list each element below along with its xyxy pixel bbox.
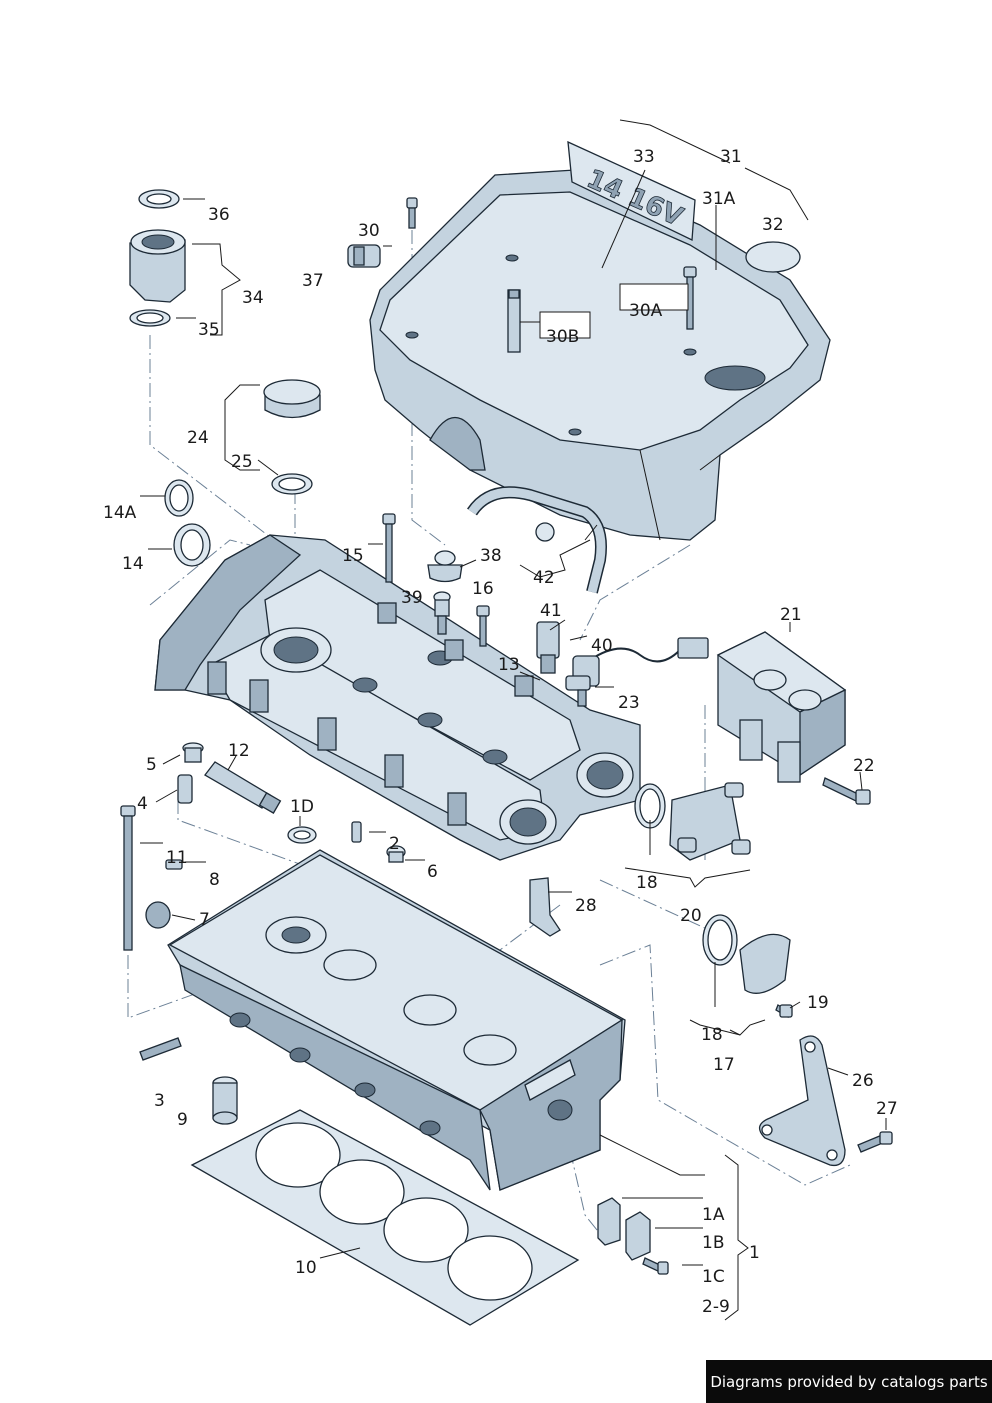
label-7: 7 (199, 910, 210, 930)
check-valve (433, 591, 451, 635)
cover-cap (745, 241, 801, 273)
credit-banner: Diagrams provided by catalogs parts (706, 1360, 992, 1403)
label-11: 11 (166, 848, 188, 868)
label-4: 4 (137, 794, 148, 814)
label-2: 2 (389, 834, 400, 854)
label-1d: 1D (290, 797, 314, 817)
cylinder-head (167, 849, 626, 1191)
label-36: 36 (208, 205, 230, 225)
label-39: 39 (401, 588, 423, 608)
label-2-9: 2-9 (702, 1297, 730, 1317)
label-33: 33 (633, 147, 655, 167)
engine-cover (369, 169, 831, 541)
label-15: 15 (342, 546, 364, 566)
label-9: 9 (177, 1110, 188, 1130)
cam-sensor (565, 675, 591, 707)
label-23: 23 (618, 693, 640, 713)
seal-rings (164, 479, 211, 567)
label-14a: 14A (103, 503, 137, 523)
head-gasket (190, 1109, 580, 1326)
housing-bolt (382, 513, 396, 583)
oil-filler-neck (129, 189, 186, 327)
label-8: 8 (209, 870, 220, 890)
label-40: 40 (591, 636, 613, 656)
label-1c: 1C (702, 1267, 725, 1287)
cover-bolt (406, 197, 418, 229)
label-6: 6 (427, 862, 438, 882)
cover-plates (597, 1197, 669, 1275)
label-1: 1 (749, 1243, 760, 1263)
bracket (529, 877, 561, 937)
module-bolt (822, 777, 871, 805)
temperature-sensor (536, 621, 560, 674)
part-labels: 33 31 31A 32 36 30 37 34 35 30A 30B 24 2… (103, 147, 898, 1317)
label-18-top: 18 (636, 873, 658, 893)
label-1b: 1B (702, 1233, 724, 1253)
cover-fitting (347, 244, 381, 268)
breather-hose (467, 486, 607, 594)
label-28: 28 (575, 896, 597, 916)
pressure-valve (427, 550, 463, 583)
cover-stud-30b (507, 289, 521, 353)
label-20: 20 (680, 906, 702, 926)
callout-box-30a (619, 283, 689, 311)
label-37: 37 (302, 271, 324, 291)
label-10: 10 (295, 1258, 317, 1278)
coolant-flange (634, 782, 751, 861)
label-13: 13 (498, 655, 520, 675)
label-35: 35 (198, 320, 220, 340)
label-25: 25 (231, 452, 253, 472)
rear-flange (702, 914, 793, 1018)
label-38: 38 (480, 546, 502, 566)
lifting-eye (758, 1035, 893, 1167)
label-34: 34 (242, 288, 264, 308)
label-18-bottom: 18 (701, 1025, 723, 1045)
ignition-module (716, 631, 847, 783)
label-17: 17 (713, 1055, 735, 1075)
label-31: 31 (720, 147, 742, 167)
label-31a: 31A (702, 189, 736, 209)
label-21: 21 (780, 605, 802, 625)
label-30b: 30B (546, 327, 579, 347)
label-3: 3 (154, 1091, 165, 1111)
stud (139, 1037, 182, 1061)
label-32: 32 (762, 215, 784, 235)
label-1a: 1A (702, 1205, 725, 1225)
label-16: 16 (472, 579, 494, 599)
label-19: 19 (807, 993, 829, 1013)
dowel-sleeve (212, 1076, 238, 1125)
label-24: 24 (187, 428, 209, 448)
sealing-cap (145, 901, 171, 929)
leader-lines (140, 119, 887, 1321)
label-14: 14 (122, 554, 144, 574)
cover-bolt-30a (683, 266, 697, 330)
label-42: 42 (533, 568, 555, 588)
label-41: 41 (540, 601, 562, 621)
label-12: 12 (228, 741, 250, 761)
oil-filler-cap (263, 379, 321, 495)
housing-bolt-short (476, 605, 490, 647)
label-27: 27 (876, 1099, 898, 1119)
sealing-plugs (165, 742, 406, 870)
camshaft-housing (154, 534, 641, 861)
label-5: 5 (146, 755, 157, 775)
label-26: 26 (852, 1071, 874, 1091)
label-30a: 30A (629, 301, 663, 321)
label-30: 30 (358, 221, 380, 241)
head-bolt (120, 805, 136, 951)
label-22: 22 (853, 756, 875, 776)
callout-box-30b (539, 311, 591, 339)
